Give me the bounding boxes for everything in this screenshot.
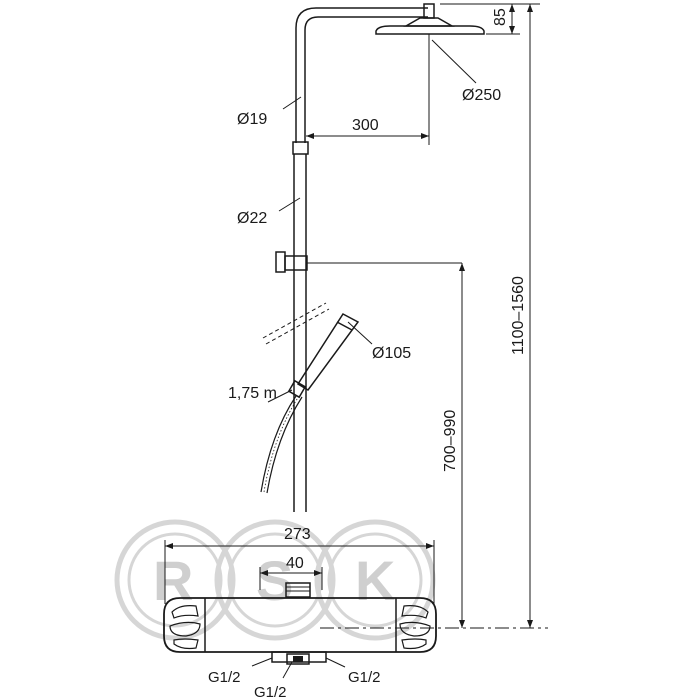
hand-shower-diameter-label: Ø105: [372, 345, 411, 362]
inlet-left-label: G1/2: [208, 669, 241, 686]
shower-hose: [260, 395, 303, 494]
dimension-mixer-width: 273: [164, 526, 435, 604]
arm-diameter-callout: Ø19: [237, 96, 302, 128]
hand-shower-holder: [275, 251, 462, 273]
riser-diameter-callout: Ø22: [237, 197, 301, 227]
total-height-label: 1100–1560: [510, 276, 527, 355]
svg-text:K: K: [355, 549, 395, 612]
dimension-holder-height: 700–990: [442, 263, 465, 628]
dimension-85: 85: [440, 3, 520, 35]
head-diameter-callout: Ø250: [431, 39, 501, 104]
watermark-circle-r: R: [114, 519, 236, 641]
rain-shower-head: [375, 3, 485, 145]
upper-riser-pipe: [295, 7, 428, 143]
dimension-center-outlet: 40: [259, 555, 323, 590]
lower-riser-pipe: [293, 154, 307, 512]
rsk-watermark: R S K: [114, 519, 436, 641]
watermark-circle-k: K: [314, 519, 436, 641]
arm-diameter-label: Ø19: [237, 111, 267, 128]
hose-length-callout: 1,75 m: [228, 385, 293, 403]
arm-length-label: 300: [352, 117, 379, 134]
thermostatic-mixer: [163, 582, 437, 665]
hand-shower: [262, 302, 360, 399]
svg-text:R: R: [153, 549, 193, 612]
watermark-circle-s: S: [214, 519, 336, 641]
inlet-callouts: G1/2 G1/2 G1/2: [208, 657, 381, 700]
head-diameter-label: Ø250: [462, 87, 501, 104]
svg-text:S: S: [256, 549, 293, 612]
pipe-coupling: [292, 141, 309, 155]
mixer-width-label: 273: [284, 526, 311, 543]
riser-diameter-label: Ø22: [237, 210, 267, 227]
dimension-arm-length: 300: [306, 117, 429, 139]
holder-height-label: 700–990: [442, 410, 459, 472]
hand-shower-diameter-callout: Ø105: [347, 321, 411, 362]
inlet-center-label: G1/2: [254, 684, 287, 700]
dimension-total-height: 1100–1560: [510, 3, 540, 628]
center-outlet-label: 40: [286, 555, 304, 572]
head-height-label: 85: [492, 8, 509, 26]
hose-length-label: 1,75 m: [228, 385, 277, 402]
inlet-right-label: G1/2: [348, 669, 381, 686]
